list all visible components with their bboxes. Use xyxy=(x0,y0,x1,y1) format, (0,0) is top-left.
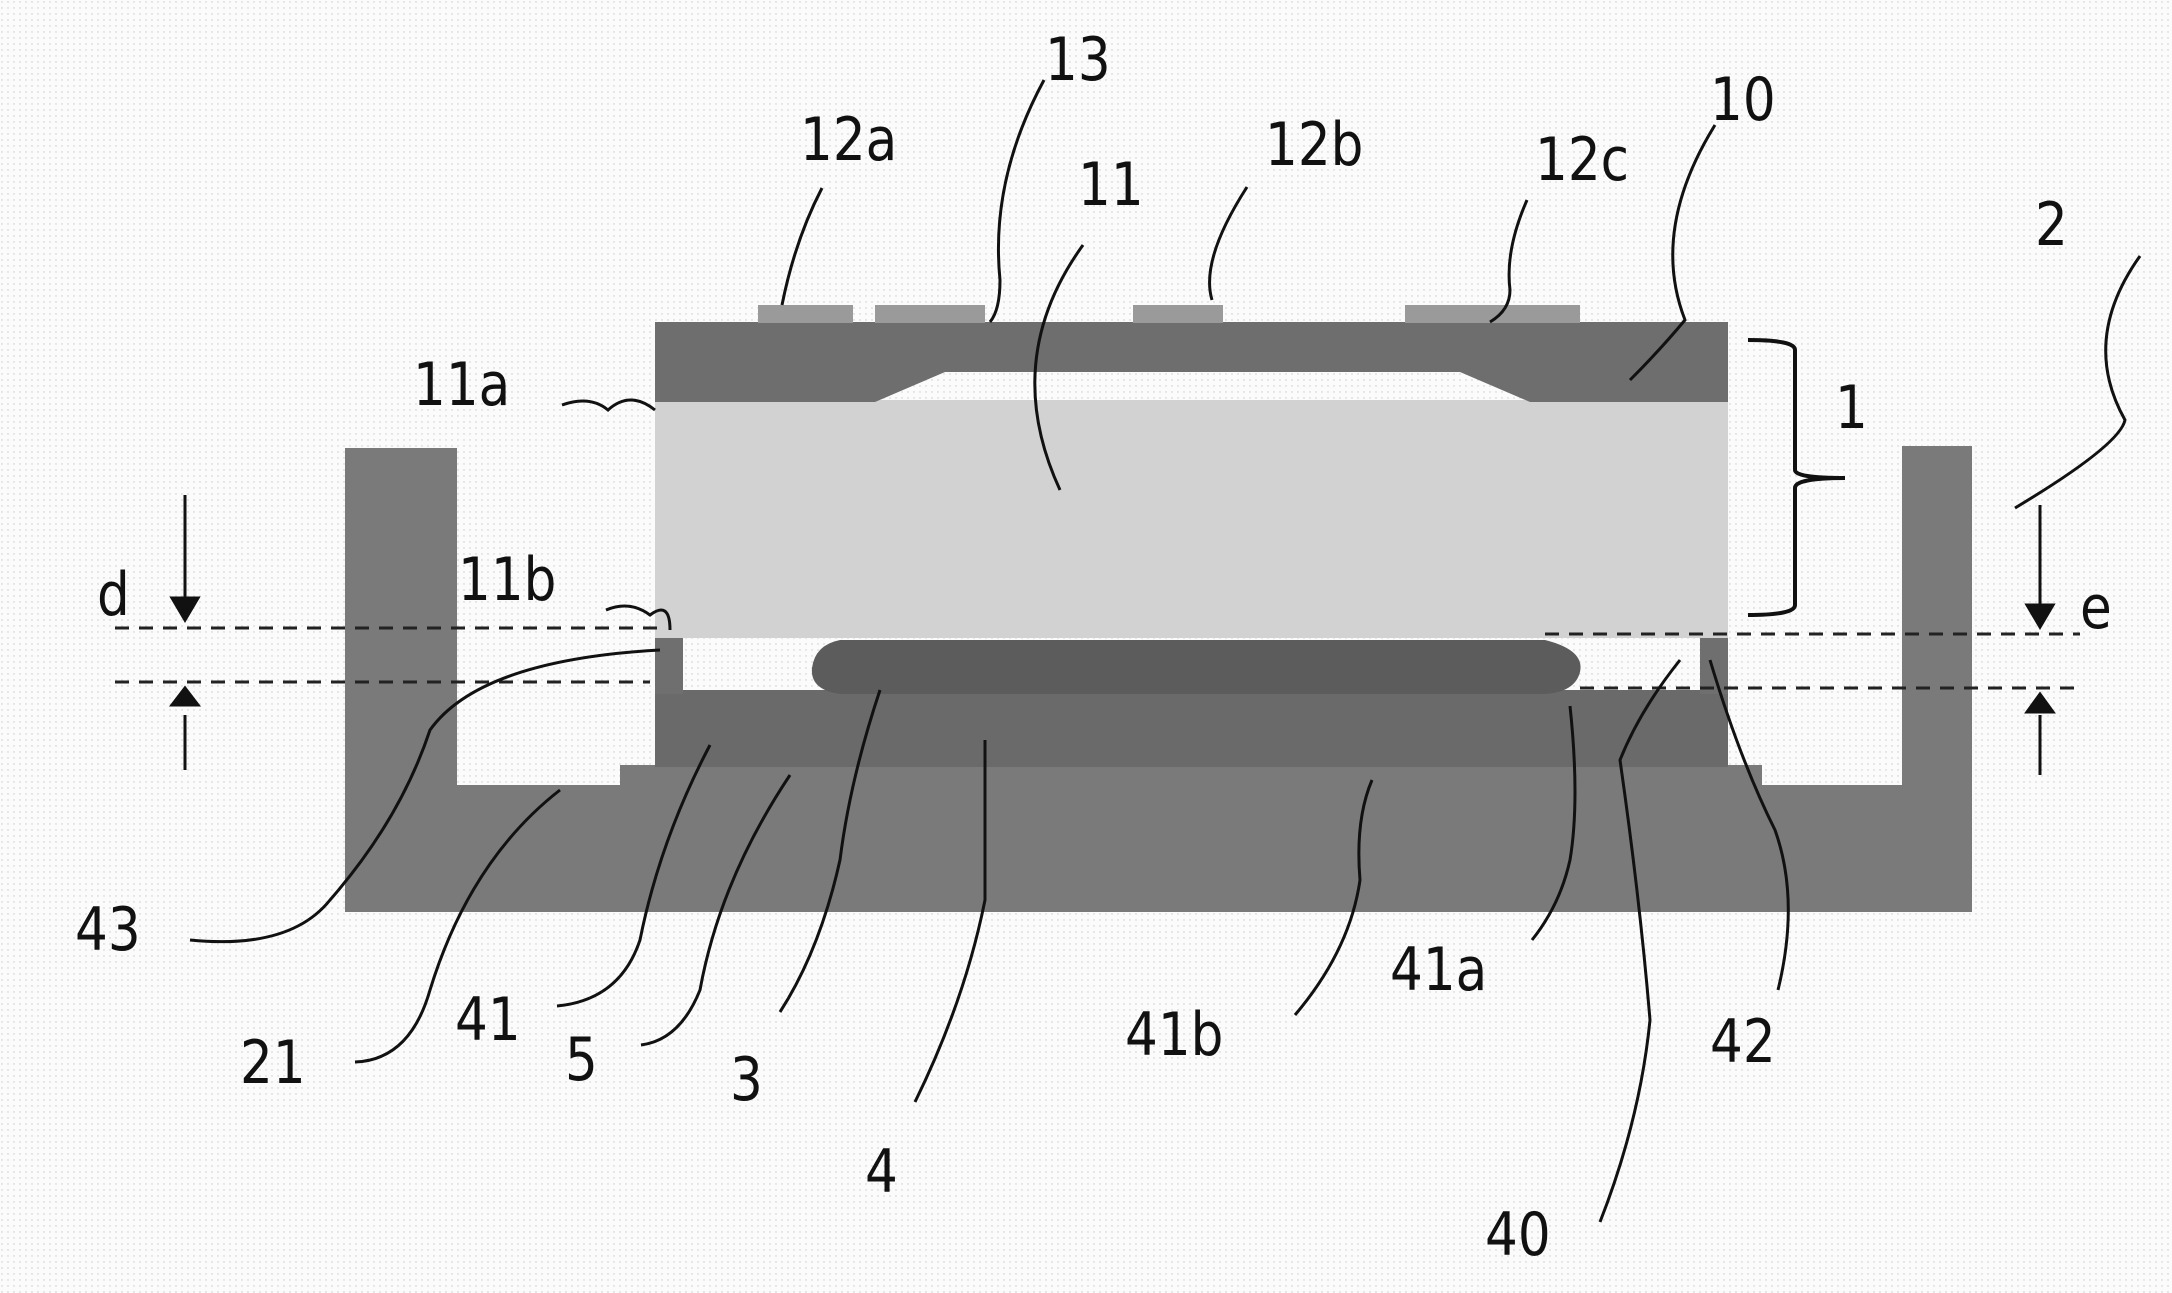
dimension-d-arrows xyxy=(168,495,202,770)
contact-12a xyxy=(758,305,853,323)
dimension-e-arrows xyxy=(2024,505,2056,775)
label-5: 5 xyxy=(565,1025,598,1095)
blob-3 xyxy=(811,640,1581,694)
label-12a: 12a xyxy=(800,105,898,175)
label-43: 43 xyxy=(75,895,141,965)
chip-body-11 xyxy=(655,400,1728,638)
label-e: e xyxy=(2080,573,2112,643)
label-4: 4 xyxy=(865,1137,898,1207)
label-11: 11 xyxy=(1078,150,1144,220)
label-21: 21 xyxy=(240,1028,306,1098)
label-11b: 11b xyxy=(458,545,557,615)
label-10: 10 xyxy=(1710,65,1776,135)
label-12b: 12b xyxy=(1265,110,1364,180)
contact-12b xyxy=(1133,305,1223,323)
substrate-41 xyxy=(655,690,1728,767)
dashed-reference-lines xyxy=(115,626,2080,690)
label-11a: 11a xyxy=(413,350,511,420)
contact-12a-b xyxy=(875,305,985,323)
label-42: 42 xyxy=(1710,1007,1776,1077)
label-40: 40 xyxy=(1485,1200,1551,1270)
label-1: 1 xyxy=(1835,373,1868,443)
post-43 xyxy=(655,632,683,694)
contact-12c xyxy=(1405,305,1580,323)
label-41a: 41a xyxy=(1390,935,1488,1005)
label-13: 13 xyxy=(1045,25,1111,95)
label-41b: 41b xyxy=(1125,1000,1224,1070)
label-2: 2 xyxy=(2035,190,2068,260)
leader-lines xyxy=(189,79,2142,1223)
label-41: 41 xyxy=(455,985,521,1055)
post-42 xyxy=(1700,634,1728,694)
brace-1 xyxy=(1747,338,1846,617)
package-2 xyxy=(345,446,1972,912)
label-3: 3 xyxy=(730,1045,763,1115)
label-12c: 12c xyxy=(1535,125,1630,195)
top-layer-10 xyxy=(655,322,1728,402)
label-d: d xyxy=(97,560,130,630)
